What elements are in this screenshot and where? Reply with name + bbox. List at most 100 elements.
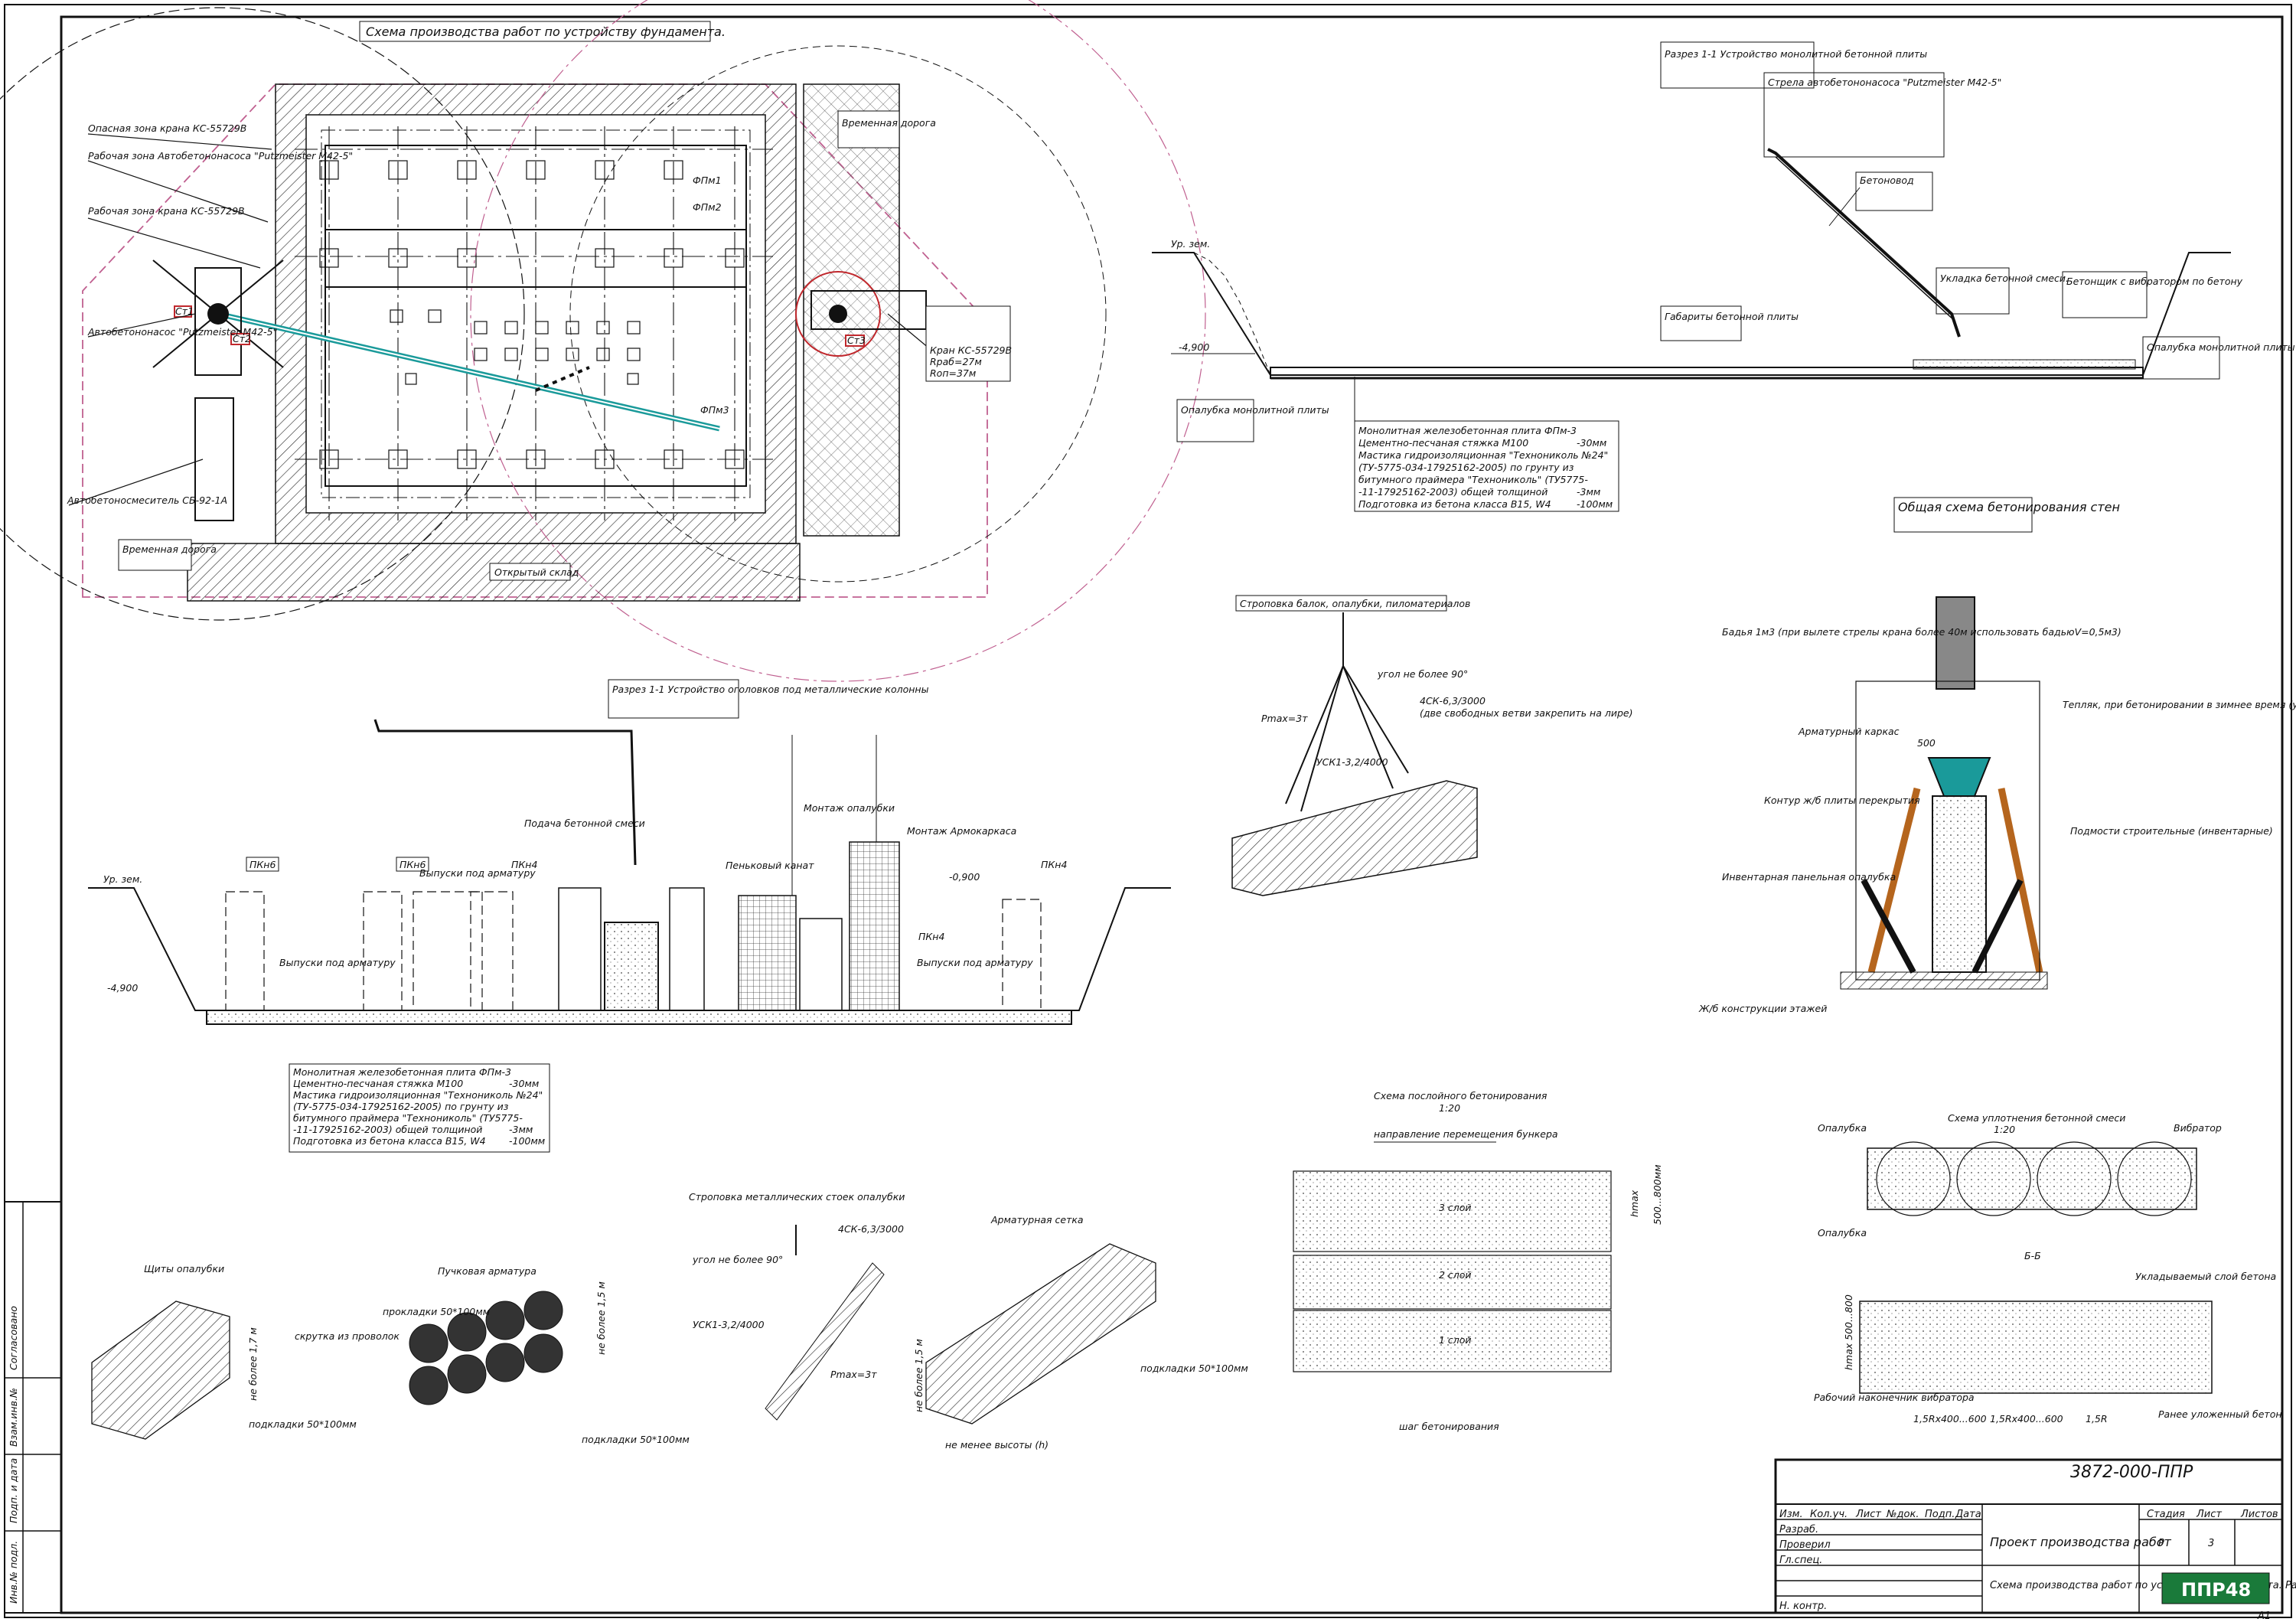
slab-section-title: Разрез 1-1 Устройство монолитной бетонно… <box>1665 48 1927 60</box>
racks-title: Строповка металлических стоек опалубки <box>689 1191 905 1203</box>
floors-label: Ж/б конструкции этажей <box>1698 1003 1827 1014</box>
compaction-title: Схема уплотнения бетонной смеси <box>1948 1112 2125 1124</box>
layered-hmax: hmax <box>1629 1190 1640 1217</box>
title-col-3: №док. <box>1886 1509 1919 1520</box>
hopper <box>1927 757 1991 797</box>
compaction-height: hmax 500...800 <box>1843 1294 1854 1370</box>
slab-layer-0: Монолитная железобетонная плита ФПм-3 <box>1358 425 1577 436</box>
compaction-dim-1: 1,5Rx400...600 <box>1913 1413 1987 1425</box>
compaction-formwork-top: Опалубка <box>1818 1122 1867 1134</box>
slab-layer-6-val: -100мм <box>1577 498 1613 510</box>
pump-boom-label: Стрела автобетононасоса "Putzmeister M42… <box>1768 77 2001 88</box>
slab-layer-2: Мастика гидроизоляционная "Технониколь №… <box>1358 449 1608 461</box>
layered-title: Схема послойного бетонирования <box>1374 1090 1548 1101</box>
plan-title-box <box>359 21 711 42</box>
layered-scale: 1:20 <box>1439 1102 1460 1114</box>
cage-install-label: Монтаж Армокаркаса <box>907 825 1016 837</box>
compaction-dim-2: 1,5Rx400...600 <box>1990 1413 2063 1425</box>
mixer-truck <box>194 397 234 521</box>
mesh-pads: подкладки 50*100мм <box>1140 1363 1248 1374</box>
bucket-label: Бадья 1м3 (при вылете стрелы крана более… <box>1722 626 2122 638</box>
plan-title: Схема производства работ по устройству ф… <box>366 24 726 39</box>
racks-sling2: УСК1-3,2/4000 <box>693 1319 765 1330</box>
fpm1-label: ФПм1 <box>693 175 722 186</box>
outlets-label-2: Выпуски под арматуру <box>279 957 396 968</box>
outlets-label-3: Выпуски под арматуру <box>917 957 1033 968</box>
title-row-5: Н. контр. <box>1779 1601 1827 1612</box>
mark-st2 <box>230 333 250 345</box>
footings-layer-2: Мастика гидроизоляционная "Технониколь №… <box>293 1089 543 1101</box>
title-col-5: Дата <box>1955 1509 1981 1520</box>
layered-step: шаг бетонирования <box>1399 1421 1499 1432</box>
title-row-2: Гл.спец. <box>1779 1555 1822 1566</box>
pkn4-a: ПКн4 <box>511 859 537 870</box>
concretor-label: Бетонщик с вибратором по бетону <box>2066 276 2243 287</box>
outlets-label-1: Выпуски под арматуру <box>419 867 536 879</box>
compaction-tip: Рабочий наконечник вибратора <box>1814 1392 1975 1403</box>
footings-layer-6-val: -100мм <box>509 1135 545 1147</box>
slab-ground-label: Ур. зем. <box>1171 238 1210 250</box>
footings-layer-6: Подготовка из бетона класса В15, W4 <box>293 1135 486 1147</box>
layer-3: 3 слой <box>1439 1202 1472 1213</box>
heat-label: Тепляк, при бетонировании в зимнее время… <box>2063 699 2296 710</box>
pkn6-b: ПКн6 <box>400 859 426 870</box>
walls-title: Общая схема бетонирования стен <box>1898 500 2120 514</box>
contour-label: Контур ж/б плиты перекрытия <box>1764 795 1920 806</box>
crane-danger-circle <box>470 0 1206 682</box>
form-install-label: Монтаж опалубки <box>804 802 895 814</box>
crane-zone-label: Рабочая зона крана КС-55729В <box>88 205 245 217</box>
compaction-dim-3: 1,5R <box>2086 1413 2108 1425</box>
pkn4-b: ПКн4 <box>918 931 944 942</box>
fpm2-label: ФПм2 <box>693 201 722 213</box>
stamp-inventory: Инв.№ подл. <box>8 1541 19 1604</box>
title-col-1: Кол.уч. <box>1810 1509 1848 1520</box>
inner-frame <box>60 15 2284 1614</box>
supply-label: Подача бетонной смеси <box>524 818 645 829</box>
footings-ground: Ур. зем. <box>103 873 142 885</box>
footing-base <box>206 1010 1072 1025</box>
danger-zone-label: Опасная зона крана КС-55729В <box>88 122 246 134</box>
racks-sling1: 4СК-6,3/3000 <box>838 1223 904 1235</box>
title-sheets-h: Листов <box>2240 1509 2278 1520</box>
sling-1: 4СК-6,3/3000 <box>1420 695 1486 707</box>
wall-form <box>1932 795 1987 973</box>
title-block: 3872-000-ППР Изм. Кол.уч. Лист №док. Под… <box>1774 1458 2296 1622</box>
slab-layer-6: Подготовка из бетона класса В15, W4 <box>1358 498 1551 510</box>
bundle-wire: скрутка из проволок <box>295 1330 400 1342</box>
slinging-beams: Строповка балок, опалубки, пиломатериало… <box>1231 595 1632 896</box>
crane-label: Кран КС-55729В <box>930 344 1012 356</box>
footings-layer-3: (ТУ-5775-034-17925162-2005) по грунту из <box>293 1101 509 1112</box>
sling-angle: угол не более 90° <box>1377 668 1468 680</box>
title-stage-h: Стадия <box>2147 1509 2185 1520</box>
slab-layer-1: Цементно-песчаная стяжка М100 <box>1358 437 1528 449</box>
laying-label: Укладка бетонной смеси. <box>1940 273 2069 284</box>
bundle-spacer: прокладки 50*100мм <box>383 1306 490 1317</box>
company-logo-text: ППР48 <box>2181 1579 2251 1601</box>
formwork-right-label: Опалубка монолитной плиты <box>2147 341 2295 353</box>
slab-layer-5-val: -3мм <box>1577 486 1600 498</box>
storage-details: Щиты опалубки не более 1,7 м подкладки 5… <box>91 1191 1248 1451</box>
outer-frame <box>4 4 2292 1618</box>
crane-work-circle <box>569 45 1107 583</box>
beam-stack <box>1231 780 1478 896</box>
layer-2: 2 слой <box>1439 1269 1472 1281</box>
title-col-2: Лист <box>1855 1509 1881 1520</box>
sling-pmax: Pmax=3т <box>1261 713 1308 724</box>
footings-layer-5-val: -3мм <box>509 1124 533 1135</box>
company-logo <box>2161 1572 2270 1604</box>
panel-label: Инвентарная панельная опалубка <box>1722 871 1896 883</box>
layered-thick: 500...800мм <box>1652 1165 1663 1225</box>
footings-layer-1-val: -30мм <box>509 1078 539 1089</box>
mixer-label: Автобетоносмеситель СБ-92-1А <box>67 494 227 506</box>
compaction-scale: 1:20 <box>1994 1124 2015 1135</box>
title-row-1: Проверил <box>1779 1539 1831 1551</box>
footings-layers-box <box>289 1063 550 1153</box>
title-stage: Р <box>2158 1538 2164 1549</box>
pkn6-a: ПКн6 <box>249 859 276 870</box>
footings-title: Разрез 1-1 Устройство оголовков под мета… <box>612 684 929 695</box>
temp-road-right-label: Временная дорога <box>842 117 936 129</box>
mesh-title: Арматурная сетка <box>990 1214 1084 1225</box>
mesh-spacer: не менее высоты (h) <box>945 1439 1049 1451</box>
mark-st2-label: Ст2 <box>233 333 251 344</box>
shields-title: Щиты опалубки <box>144 1263 224 1274</box>
